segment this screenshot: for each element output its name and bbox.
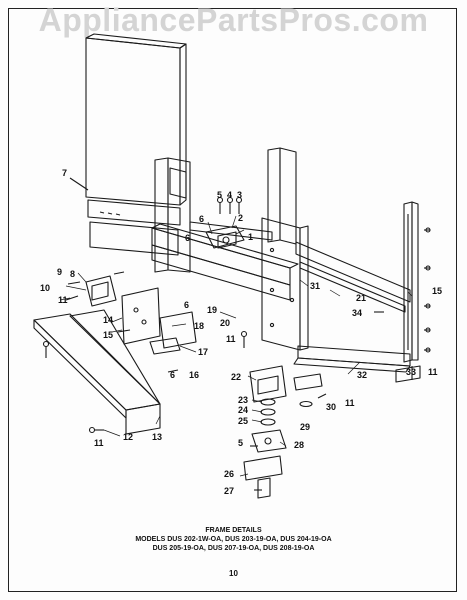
front-cross-rail — [151, 223, 299, 301]
callouts: 1 2 3 4 5 6 6 7 8 9 10 11 14 15 6 18 17 … — [40, 168, 442, 496]
callout-11: 11 — [345, 398, 355, 408]
door-panel — [69, 33, 187, 256]
lower-plate — [149, 311, 197, 355]
left-plate — [121, 287, 161, 345]
caption-models-line-2: DUS 205-19-OA, DUS 207-19-OA, DUS 208-19… — [152, 545, 315, 552]
callout-11: 11 — [94, 438, 104, 448]
callout-9: 9 — [57, 267, 62, 277]
leader-lines — [59, 215, 413, 477]
bottom-rail — [293, 345, 411, 373]
callout-27: 27 — [224, 486, 234, 496]
caption: FRAME DETAILS MODELS DUS 202-1W-OA, DUS … — [0, 526, 467, 553]
caption-title: FRAME DETAILS — [205, 527, 262, 534]
left-bracket — [85, 275, 117, 307]
callout-34: 34 — [352, 308, 362, 318]
callout-5: 5 — [217, 190, 222, 200]
callout-13: 13 — [152, 432, 162, 442]
caption-models-line-1: MODELS DUS 202-1W-OA, DUS 203-19-OA, DUS… — [135, 536, 332, 543]
callout-17: 17 — [198, 347, 208, 357]
callout-23: 23 — [238, 395, 248, 405]
callout-15: 15 — [432, 286, 442, 296]
callout-6: 6 — [185, 233, 190, 243]
callout-25: 25 — [238, 416, 248, 426]
bracket-assembly — [205, 225, 245, 249]
callout-26: 26 — [224, 469, 234, 479]
leveling-foot — [293, 373, 323, 408]
side-rail — [295, 241, 411, 313]
callout-11: 11 — [226, 334, 236, 344]
callout-4: 4 — [227, 190, 232, 200]
vertical-track — [403, 201, 419, 363]
callout-28: 28 — [294, 440, 304, 450]
callout-15: 15 — [103, 330, 113, 340]
callout-24: 24 — [238, 405, 248, 415]
foot-bracket — [243, 455, 283, 499]
callout-30: 30 — [326, 402, 336, 412]
pivot-stack — [260, 398, 276, 426]
callout-29: 29 — [300, 422, 310, 432]
callout-2: 2 — [238, 213, 243, 223]
callout-1: 1 — [248, 232, 253, 242]
callout-8: 8 — [70, 269, 75, 279]
callout-11: 11 — [58, 295, 68, 305]
callout-31: 31 — [310, 281, 320, 291]
callout-18: 18 — [194, 321, 204, 331]
callout-22: 22 — [231, 372, 241, 382]
callout-16: 16 — [189, 370, 199, 380]
callout-14: 14 — [103, 315, 113, 325]
upper-back-rail — [189, 221, 273, 241]
callout-6: 6 — [170, 370, 175, 380]
callout-10: 10 — [40, 283, 50, 293]
callout-3: 3 — [237, 190, 242, 200]
callout-32: 32 — [357, 370, 367, 380]
callout-7: 7 — [62, 168, 67, 178]
hinge — [249, 365, 287, 403]
page-number: 10 — [229, 569, 238, 578]
page-border — [8, 8, 457, 592]
screws — [42, 196, 431, 491]
callout-11: 11 — [428, 367, 438, 377]
callout-20: 20 — [220, 318, 230, 328]
wheel-block — [251, 429, 287, 453]
callout-5: 5 — [238, 438, 243, 448]
callout-19: 19 — [207, 305, 217, 315]
callout-12: 12 — [123, 432, 133, 442]
callout-21: 21 — [356, 293, 366, 303]
callout-6: 6 — [184, 300, 189, 310]
watermark: AppliancePartsPros.com — [38, 2, 429, 38]
callout-6: 6 — [199, 214, 204, 224]
kick-plate — [33, 309, 161, 435]
callout-33: 33 — [406, 367, 416, 377]
right-upright — [261, 147, 309, 351]
